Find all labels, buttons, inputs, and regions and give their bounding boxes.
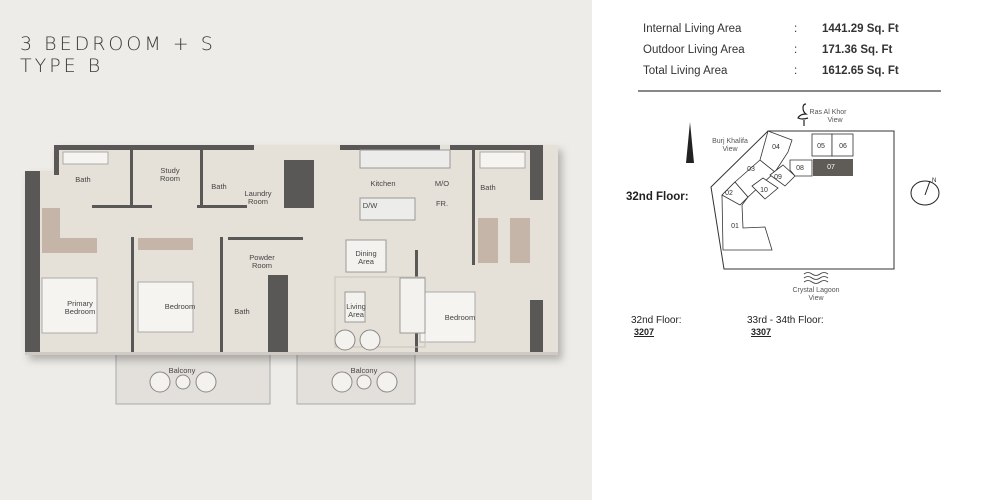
room-bath-study: Bath [211,182,226,191]
separator: : [794,65,798,77]
room-bedroom-3: Bedroom [445,313,475,322]
balcony-right [296,353,416,405]
unit-05: 05 [817,143,825,150]
total-area-label: Total Living Area [643,65,728,77]
internal-area-label: Internal Living Area [643,23,742,35]
outdoor-area-label: Outdoor Living Area [643,44,745,56]
floor-33-34-label: 33rd - 34th Floor: [747,315,824,326]
bed-primary [41,277,98,334]
room-powder: Powder [249,253,275,262]
plan-title: 3 BEDROOM + S [20,33,216,55]
floor-plan-panel: 3 BEDROOM + S TYPE B [0,0,592,500]
floor-plan: Bath Study Room Bath Laundry Room Kitche… [25,145,558,405]
room-primary-bedroom: Primary [67,299,93,308]
keyplan-floor-label: 32nd Floor: [626,191,689,203]
unit-highlighted [813,159,853,176]
room-bath-right: Bath [480,183,495,192]
room-bedroom-2: Bedroom [165,302,195,311]
unit-06: 06 [839,143,847,150]
coffee-table [344,291,366,323]
unit-blocks [721,130,854,251]
burj-khalifa-icon [686,122,694,163]
room-laundry-line2: Room [248,197,268,206]
floor-32-label: 32nd Floor: [631,315,682,326]
ras-al-khor-view-label: Ras Al Khor [810,109,848,116]
unit-04: 04 [772,144,780,151]
burj-khalifa-view-line2: View [722,146,738,153]
bed-2 [137,281,194,333]
label-dishwasher: D/W [363,201,379,210]
compass-north-label: N [932,178,936,184]
waves-icon [803,272,829,284]
kitchen-counter [359,149,451,169]
unit-03: 03 [747,166,755,173]
walls [25,145,558,355]
unit-07: 07 [827,164,835,171]
room-study-line2: Room [160,174,180,183]
separator: : [794,23,798,35]
ras-al-khor-view-line2: View [827,117,843,124]
outdoor-area-value: 171.36 Sq. Ft [822,44,893,56]
site-boundary [710,130,895,270]
room-powder-line2: Room [252,261,272,270]
unit-number-3307: 3307 [751,327,772,337]
label-fridge: FR. [436,199,448,208]
room-balcony-2: Balcony [351,366,378,375]
balcony-left [115,353,271,405]
crystal-lagoon-view-line2: View [808,295,824,302]
room-laundry: Laundry [244,189,271,198]
room-kitchen: Kitchen [370,179,395,188]
unit-09: 09 [774,174,782,181]
unit-number-3207: 3207 [634,327,655,337]
burj-khalifa-view-label: Burj Khalifa [712,138,748,145]
room-balcony-1: Balcony [169,366,196,375]
flamingo-icon [797,103,809,126]
total-area-value: 1612.65 Sq. Ft [822,65,899,77]
room-study: Study [160,166,179,175]
unit-08: 08 [796,165,804,172]
unit-01: 01 [731,223,739,230]
unit-10: 10 [760,187,768,194]
label-microwave-oven: M/O [435,179,449,188]
room-living: Living [346,302,366,311]
room-bath-center: Bath [234,307,249,316]
internal-area-value: 1441.29 Sq. Ft [822,23,899,35]
room-dining: Dining [355,249,376,258]
room-living-line2: Area [348,310,365,319]
sofa [399,277,426,334]
room-bath-primary: Bath [75,175,90,184]
kitchen-island [359,197,416,221]
furniture [41,149,530,393]
dining-table [345,239,387,273]
compass-icon: N [910,178,940,206]
bed-3 [419,291,476,343]
room-primary-bedroom-line2: Bedroom [65,307,95,316]
crystal-lagoon-view-label: Crystal Lagoon [792,287,839,294]
plan-subtitle: TYPE B [20,55,104,77]
divider [638,90,941,92]
separator: : [794,44,798,56]
room-dining-line2: Area [358,257,375,266]
key-plan: 01 02 03 04 05 06 07 08 09 10 Burj Khali… [686,103,940,302]
unit-02: 02 [725,190,733,197]
